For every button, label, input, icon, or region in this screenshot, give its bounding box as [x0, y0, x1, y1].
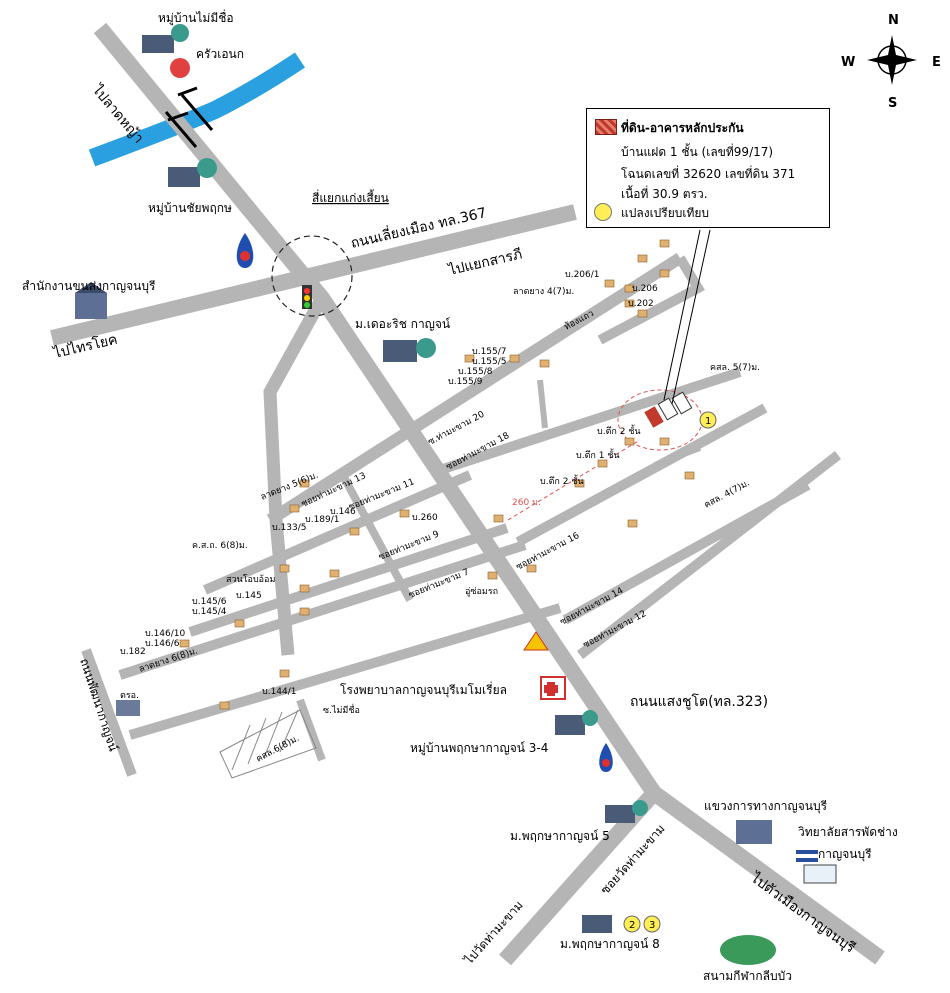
village-icon — [142, 24, 189, 53]
label-kst-68: ค.ส.ถ. 6(8)ม. — [192, 541, 248, 551]
label-stadium: สนามกีฬากลีบบัว — [703, 969, 792, 983]
hospital-icon — [540, 676, 566, 700]
compass-east: E — [932, 55, 941, 70]
label-house: บ.182 — [120, 647, 146, 657]
label-house: บ.ตึก 2 ชั้น — [540, 474, 584, 487]
label-house: บ.260 — [412, 513, 438, 523]
label-to-lat-ya: ไปลาดหญ้า — [88, 81, 147, 147]
legend-comparable: แปลงเปรียบเทียบ — [621, 206, 710, 220]
stadium-icon — [720, 935, 776, 965]
gas-station-icon — [236, 233, 254, 268]
label-house: บ.146/6 — [145, 639, 180, 649]
flag-icon — [796, 850, 837, 884]
gas-station-icon — [599, 743, 613, 772]
intersection-circle — [271, 235, 353, 317]
label-soi12: ซอยท่ามะขาม 12 — [582, 609, 649, 651]
label-transport-office: สำนักงานขนส่งกาญจนบุรี — [22, 279, 156, 294]
label-house: บ.155/8 — [458, 367, 493, 377]
label-house: บ.145/4 — [192, 607, 227, 617]
distance-line — [507, 439, 641, 521]
label-krua-enok: ครัวเอนก — [196, 47, 244, 61]
shell-icon — [523, 631, 549, 651]
label-house: บ.ตึก 1 ชั้น — [576, 448, 620, 461]
compass-south: S — [888, 96, 897, 111]
label-house: บ.ตึก 2 ชั้น — [597, 424, 641, 437]
bridge-icon — [164, 86, 214, 148]
legend-line3: เนื้อที่ 30.9 ตรว. — [621, 187, 708, 201]
label-house: บ.146 — [330, 507, 356, 517]
label-house: บ.133/5 — [272, 523, 307, 533]
label-house: บ.144/1 — [262, 687, 297, 697]
marker-1: 1 — [705, 416, 711, 427]
soi-hatch — [219, 709, 317, 779]
compass-north: N — [888, 13, 899, 28]
label-village-no-name: หมู่บ้านไม่มีชื่อ — [158, 9, 234, 26]
label-ksl-47: คสล. 4(7)ม. — [703, 478, 752, 510]
label-house: บ.206 — [632, 284, 658, 294]
comparable-dot-icon — [594, 203, 612, 221]
office-icon — [75, 282, 107, 319]
label-house: บ.145 — [236, 591, 262, 601]
place-labels: หมู่บ้านไม่มีชื่อ ครัวเอนก หมู่บ้านชัยพฤ… — [22, 9, 898, 983]
office-icon — [736, 820, 772, 844]
legend-line1: บ้านแฝด 1 ชั้น (เลขที่99/17) — [621, 145, 774, 159]
label-house: บ.202 — [628, 299, 654, 309]
village-icon — [555, 710, 598, 735]
label-hospital: โรงพยาบาลกาญจนบุรีเมโมเรี่ยล — [340, 681, 507, 698]
label-house: บ.145/6 — [192, 597, 227, 607]
label-house: บ.146/10 — [145, 629, 186, 639]
label-village-chai: หมู่บ้านชัยพฤกษ — [148, 201, 232, 216]
label-unnamed-soi: ซ.ไม่มีชื่อ — [323, 703, 360, 716]
restaurant-icon — [170, 58, 190, 78]
comparable-markers: 1 2 3 — [623, 411, 717, 933]
label-lat-yang-47: ลาดยาง 4(7)ม. — [513, 287, 574, 297]
label-house: บ.155/9 — [448, 377, 483, 387]
label-college-2: กาญจนบุรี — [818, 847, 872, 862]
label-distance: 260 ม. — [512, 498, 541, 508]
label-intersection: สี่แยกแก่งเสี้ยน — [312, 189, 389, 205]
compass-west: W — [841, 55, 855, 70]
traffic-light-icon — [302, 285, 312, 309]
village-icon — [383, 338, 436, 362]
label-saeng-chuto: ถนนแสงชูโต(ทล.323) — [630, 693, 768, 710]
label-ksl-68: คสล.6(8)ม. — [255, 734, 301, 765]
village-icon — [605, 800, 648, 823]
label-m5: ม.พฤกษากาญจน์ 5 — [510, 829, 610, 843]
label-police: ตรอ. — [120, 691, 139, 701]
legend-line2: โฉนดเลขที่ 32620 เลขที่ดิน 371 — [621, 167, 796, 181]
house-markers — [179, 239, 695, 710]
label-ksl-57: คสล. 5(7)ม. — [710, 363, 760, 373]
label-house: บ.206/1 — [565, 270, 600, 280]
legend-title: ที่ดิน-อาคารหลักประกัน — [621, 121, 744, 135]
river — [88, 52, 305, 167]
marker-2: 2 — [629, 920, 635, 931]
label-m8: ม.พฤกษากาญจน์ 8 — [560, 937, 660, 951]
village-icon — [582, 915, 612, 933]
house-labels: บ.206/1 บ.206 บ.202 บ.155/7 บ.155/5 บ.15… — [120, 270, 658, 697]
collateral-plot — [617, 229, 711, 451]
label-the-rich: ม.เดอะริช กาญจน์ — [355, 317, 450, 331]
label-college-1: วิทยาลัยสารพัดช่าง — [798, 825, 898, 839]
label-repair-shop: อู่ซ่อมรถ — [465, 587, 498, 597]
label-highway-office: แขวงการทางกาญจนบุรี — [704, 799, 828, 814]
village-icon — [168, 158, 217, 187]
compass-icon: N S E W — [841, 13, 941, 111]
landmark-icons — [75, 24, 837, 965]
label-garden: สวนโอบอ้อม — [226, 574, 275, 585]
label-village-34: หมู่บ้านพฤกษากาญจน์ 3-4 — [410, 741, 548, 756]
label-lat-yang-68: ลาดยาง 6(8)ม. — [138, 646, 199, 674]
police-icon — [116, 700, 140, 716]
collateral-swatch-icon — [595, 119, 617, 135]
marker-3: 3 — [649, 920, 655, 931]
label-house: บ.155/7 — [472, 347, 507, 357]
label-house: บ.155/5 — [472, 357, 507, 367]
label-to-sarapi: ไปแยกสารภี — [446, 246, 524, 280]
map-legend: ที่ดิน-อาคารหลักประกัน บ้านแฝด 1 ชั้น (เ… — [586, 108, 830, 228]
label-house: บ.189/1 — [305, 515, 340, 525]
